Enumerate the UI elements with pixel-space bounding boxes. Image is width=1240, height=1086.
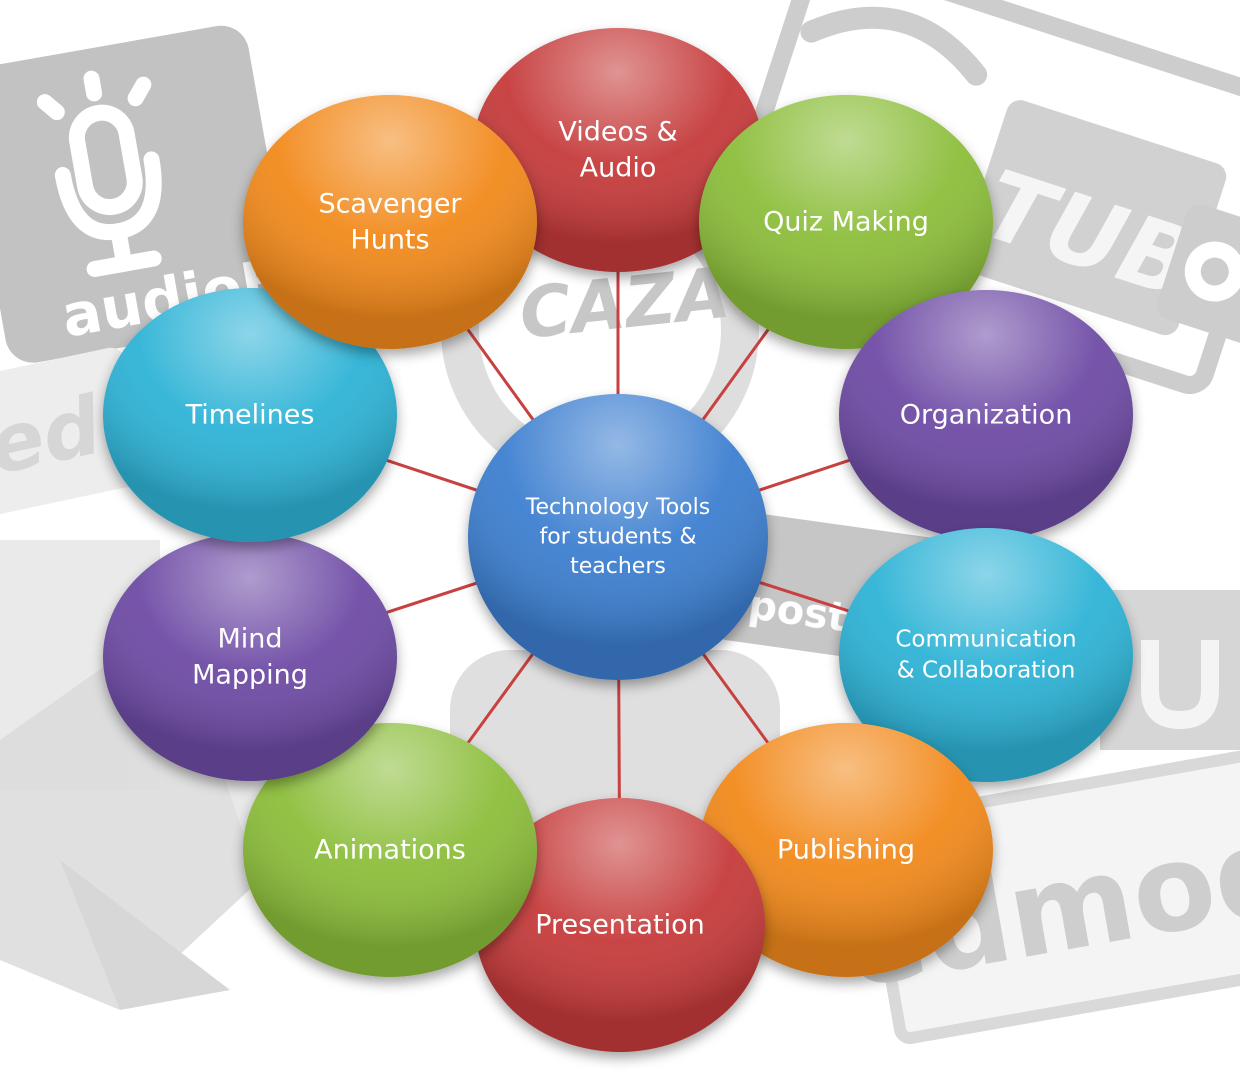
node-communication-collaboration: Communication & Collaboration: [839, 528, 1133, 782]
node-publishing-label-line-1: Publishing: [777, 835, 915, 866]
camera-icon: [1157, 204, 1240, 346]
node-publishing: Publishing: [699, 723, 993, 977]
node-quiz-making-gloss: [699, 95, 993, 349]
node-publishing-gloss: [699, 723, 993, 977]
center-node-label-line-1: Technology Tools: [525, 495, 710, 520]
node-videos-audio: Videos & Audio: [473, 28, 763, 272]
node-mind-mapping-label-line-1: Mind: [217, 624, 282, 655]
node-presentation-gloss: [475, 798, 765, 1052]
node-presentation-label-line-1: Presentation: [535, 910, 705, 941]
node-timelines-gloss: [103, 288, 397, 542]
node-communication-collaboration-gloss: [839, 528, 1133, 782]
node-scavenger-hunts-label-line-1: Scavenger: [318, 189, 462, 220]
center-node: Technology Tools for students & teachers: [468, 394, 768, 680]
center-node-label-line-2: for students &: [540, 525, 697, 550]
node-mind-mapping-gloss: [103, 533, 397, 781]
node-communication-collaboration-label-line-1: Communication: [895, 627, 1076, 653]
microphone-icon: [36, 70, 162, 277]
edmodo-logo: edmodo: [833, 745, 1240, 1045]
node-animations-gloss: [243, 723, 537, 977]
center-node-label-line-3: teachers: [570, 554, 666, 579]
node-mind-mapping-label-line-2: Mapping: [192, 659, 308, 690]
node-scavenger-hunts-gloss: [243, 95, 537, 349]
node-timelines: Timelines: [103, 288, 397, 542]
node-timelines-label-line-1: Timelines: [185, 400, 315, 431]
node-animations: Animations: [243, 723, 537, 977]
node-presentation: Presentation: [475, 798, 765, 1052]
node-videos-audio-label-line-1: Videos &: [558, 117, 677, 148]
node-quiz-making: Quiz Making: [699, 95, 993, 349]
node-organization-label-line-1: Organization: [900, 400, 1073, 431]
ed-fragment-logo: ed: [0, 347, 149, 517]
node-videos-audio-gloss: [473, 28, 763, 272]
node-organization-gloss: [839, 290, 1133, 540]
node-animations-label-line-1: Animations: [314, 835, 466, 866]
node-organization: Organization: [839, 290, 1133, 540]
center-node-gloss: [468, 394, 768, 680]
node-communication-collaboration-label-line-2: & Collaboration: [897, 657, 1076, 683]
node-quiz-making-label-line-1: Quiz Making: [763, 207, 929, 238]
node-scavenger-hunts-label-line-2: Hunts: [350, 224, 429, 255]
node-videos-audio-label-line-2: Audio: [580, 152, 657, 183]
